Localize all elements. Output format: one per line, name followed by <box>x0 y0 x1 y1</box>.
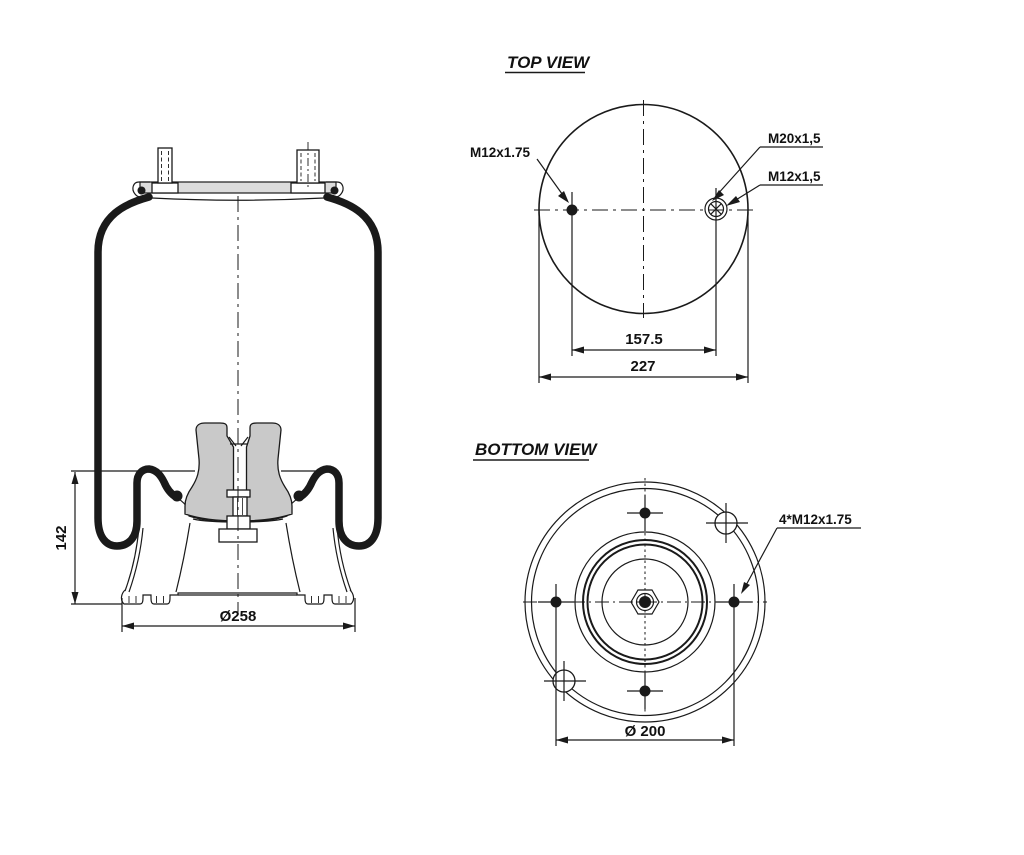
nut-circle <box>635 592 655 612</box>
bolt-bottom <box>639 685 651 697</box>
skirt-left-outer <box>124 526 140 592</box>
dim-142-arrow-bottom <box>71 592 79 604</box>
label-air-fitting: M20x1,5 <box>768 131 821 146</box>
dim-200-arrow-left <box>556 736 568 744</box>
center-nut <box>630 589 660 615</box>
stud-left-shaft <box>157 147 173 184</box>
mounting-bolts <box>538 495 752 746</box>
label-bolts: 4*M12x1.75 <box>779 512 852 527</box>
label-fitting-thread: M12x1,5 <box>768 169 821 184</box>
callout-fitting-inner: M12x1,5 <box>726 169 823 206</box>
skirt-left-inner <box>128 527 144 593</box>
flange-notches <box>544 503 748 701</box>
top-view: TOP VIEW M12x1.75 M20x1,5 <box>470 53 823 383</box>
dim-200-text: Ø 200 <box>625 723 666 740</box>
skirt-right-interior <box>285 522 301 593</box>
base-with-feet <box>120 589 355 605</box>
dim-227-arrow-left <box>539 373 551 381</box>
bead-right <box>330 186 339 195</box>
air-fitting <box>704 188 728 356</box>
dim-258-arrow-left <box>122 622 134 630</box>
dim-157-text: 157.5 <box>625 331 663 348</box>
leader-m20 <box>715 146 761 197</box>
bellows <box>94 193 382 550</box>
dim-258: Ø258 <box>121 598 356 632</box>
bead-left <box>137 186 146 195</box>
dim-258-text: Ø258 <box>220 608 257 625</box>
dim-227-text: 227 <box>630 358 655 375</box>
top-view-title: TOP VIEW <box>507 53 591 72</box>
skirt-left-interior <box>175 522 191 593</box>
bolt-left <box>550 596 562 608</box>
fitting-inner-circle <box>707 200 725 218</box>
bolt-right <box>728 596 740 608</box>
bumper-body <box>184 422 293 522</box>
leader-m12-arrow <box>726 196 740 206</box>
bottom-view-title: BOTTOM VIEW <box>475 440 598 459</box>
stud-left-flange <box>151 182 179 194</box>
bumper-bolt-shaft <box>232 496 248 517</box>
callout-fitting-outer: M20x1,5 <box>712 131 823 201</box>
callout-bolts: 4*M12x1.75 <box>741 512 861 594</box>
skirt-right-inner <box>332 527 348 593</box>
stud-right <box>290 142 326 194</box>
leader-stud <box>536 158 566 199</box>
side-view: 142 Ø258 <box>53 142 382 632</box>
bottom-view: BOTTOM VIEW <box>473 440 861 746</box>
bellows-left-wall <box>94 193 180 550</box>
leader-m20-arrow <box>712 190 724 201</box>
feet-ticks <box>128 596 347 603</box>
nut-center-dot <box>639 596 651 608</box>
stud-left <box>151 147 179 194</box>
skirt-right-outer <box>336 526 352 592</box>
dim-258-arrow-right <box>343 622 355 630</box>
stud-dot <box>566 204 578 216</box>
dim-142-arrow-top <box>71 472 79 484</box>
leader-stud-arrow <box>558 191 569 203</box>
dim-227-arrow-right <box>736 373 748 381</box>
hex-nut <box>630 589 660 615</box>
bellows-bead-right <box>293 490 305 502</box>
callout-stud: M12x1.75 <box>470 145 569 203</box>
leader-bolts-arrow <box>741 582 750 594</box>
dim-157: 157.5 <box>572 331 716 354</box>
dim-157-arrow-left <box>572 346 584 354</box>
dim-142: 142 <box>53 472 79 604</box>
dim-200-arrow-right <box>722 736 734 744</box>
dim-142-text: 142 <box>53 525 70 550</box>
bellows-right-wall <box>296 193 382 550</box>
stud-right-flange <box>290 182 326 194</box>
label-stud: M12x1.75 <box>470 145 531 160</box>
dim-157-arrow-right <box>704 346 716 354</box>
dim-227: 227 <box>538 212 749 383</box>
dim-200: Ø 200 <box>556 723 734 744</box>
bellows-bead-left <box>171 490 183 502</box>
leader-bolts <box>743 527 778 590</box>
bolt-top <box>639 507 651 519</box>
fitting-cross-2 <box>710 203 722 215</box>
